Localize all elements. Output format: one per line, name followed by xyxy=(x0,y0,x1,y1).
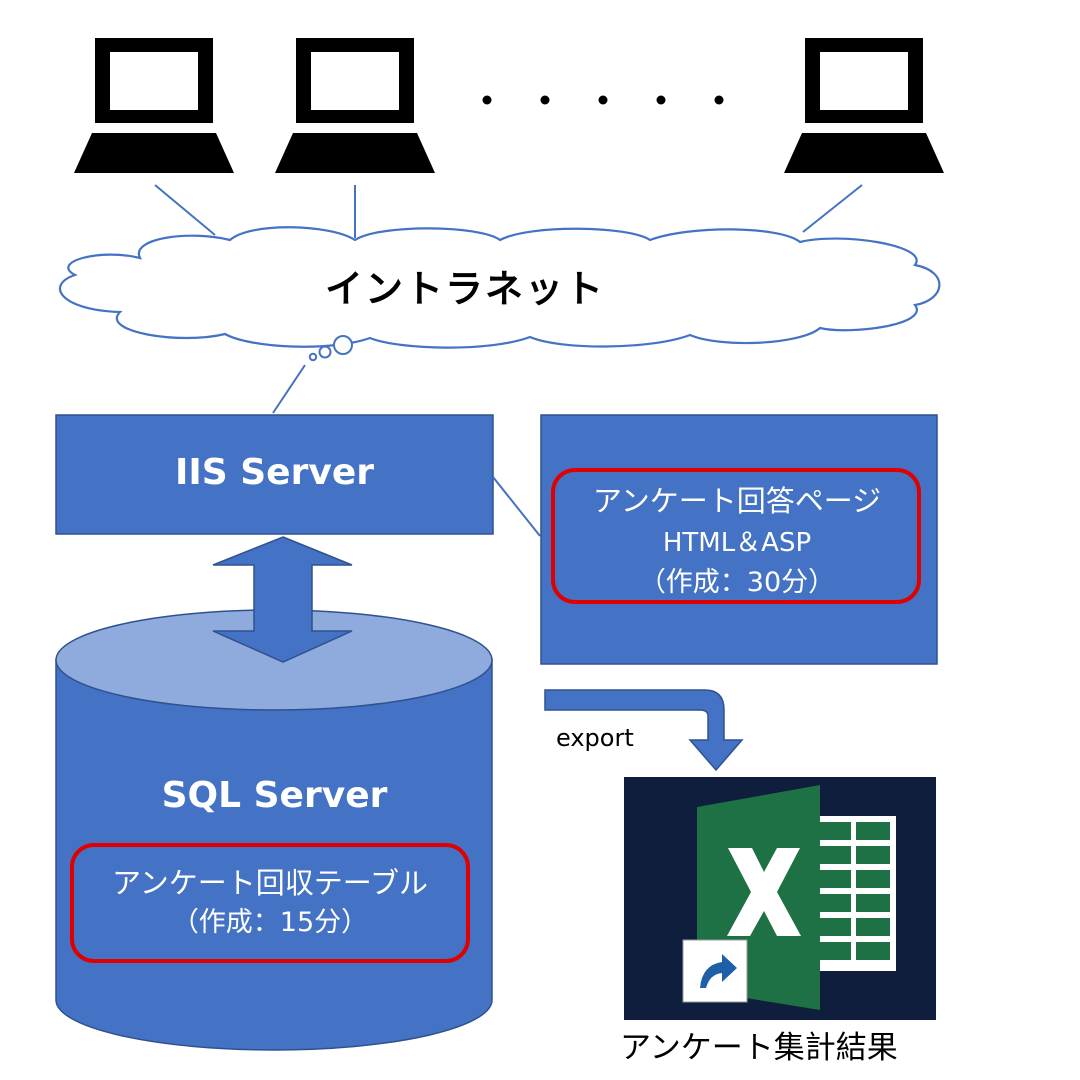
iis-to-page-line xyxy=(492,476,541,537)
sql-server-cylinder xyxy=(55,609,493,1051)
bidirectional-arrow xyxy=(212,536,353,663)
intranet-label: イントラネット xyxy=(324,267,605,311)
survey-page-tech: HTML＆ASP xyxy=(662,528,812,558)
export-label: export xyxy=(556,724,634,752)
cloud-tail xyxy=(308,335,353,362)
survey-table-highlight xyxy=(70,843,470,963)
survey-page-title: アンケート回答ページ xyxy=(592,484,882,518)
survey-page-time: （作成：30分） xyxy=(638,567,836,598)
survey-table-title: アンケート回収テーブル xyxy=(111,866,429,900)
survey-page-highlight xyxy=(551,468,921,604)
iis-server-box xyxy=(55,414,494,535)
laptop-icon xyxy=(74,38,234,173)
export-arrow xyxy=(544,689,744,772)
survey-page-box xyxy=(540,414,938,665)
excel-icon xyxy=(624,777,936,1020)
survey-table-time: （作成：15分） xyxy=(171,907,369,938)
excel-caption: アンケート集計結果 xyxy=(620,1030,898,1066)
cloud-to-server-line xyxy=(272,364,306,414)
ellipsis-dots xyxy=(482,95,724,105)
sql-server-label: SQL Server xyxy=(161,775,388,816)
laptop-icon xyxy=(275,38,435,173)
iis-server-label: IIS Server xyxy=(175,452,374,493)
connection-lines xyxy=(154,184,863,238)
cloud-shape xyxy=(59,226,941,349)
laptop-icon xyxy=(784,38,944,173)
